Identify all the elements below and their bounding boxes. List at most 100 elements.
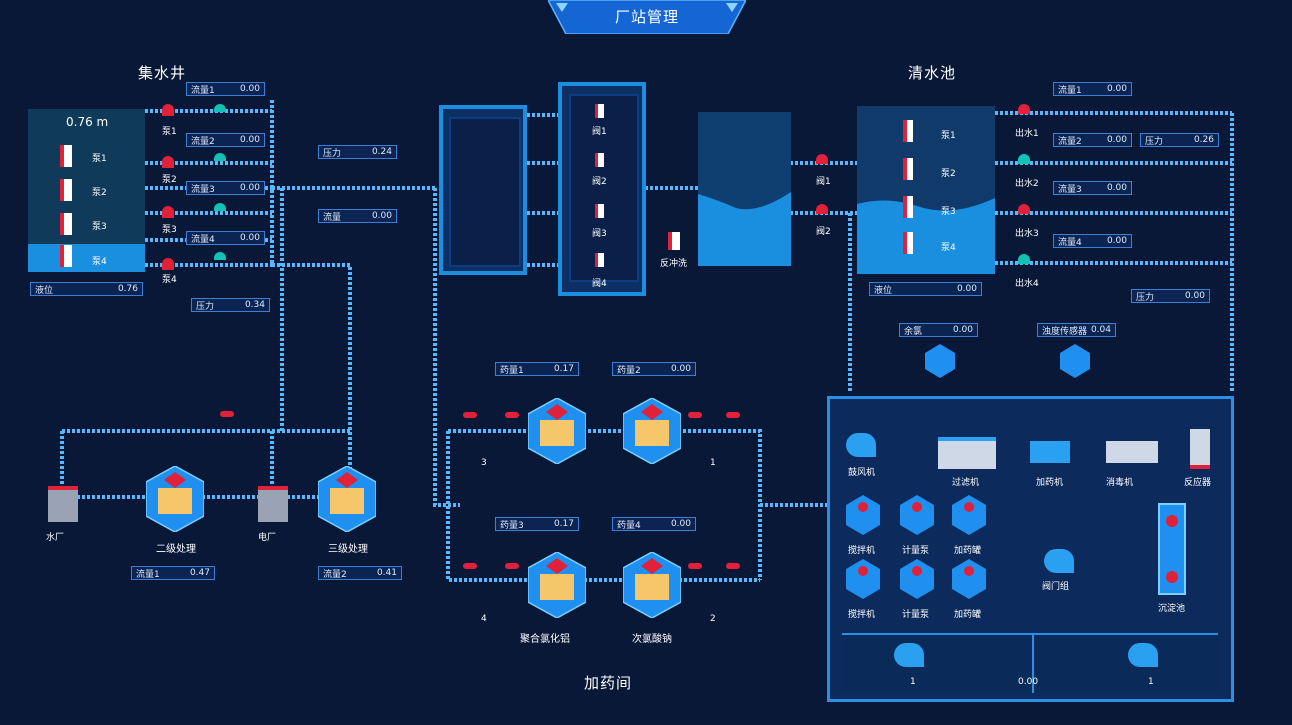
dose-number: 3 [481,458,487,468]
valve-icon[interactable] [463,563,477,569]
valve-icon[interactable] [162,206,174,218]
filter-valve-label: 阀1 [592,127,607,137]
outlet-label: 出水4 [1015,279,1039,289]
secondary-treatment-tank-icon[interactable] [146,466,204,532]
sediment-tower-icon[interactable] [1158,503,1186,595]
pump-icon[interactable] [903,196,913,218]
bottom-center-value: 0.00 [1018,677,1039,687]
valve-icon[interactable] [463,412,477,418]
blower-icon[interactable] [846,433,876,457]
dose-tank-icon[interactable] [952,495,986,535]
well-water-level [28,244,145,272]
mixer-icon[interactable] [846,495,880,535]
valve-icon[interactable] [726,563,740,569]
pump-icon[interactable] [903,120,913,142]
valve-icon[interactable] [505,412,519,418]
equipment-panel[interactable]: 鼓风机 过滤机 加药机 消毒机 反应器 搅拌机 计量泵 加药罐 搅拌机 计量泵 … [827,396,1234,702]
valve-icon[interactable] [1018,254,1030,264]
meter-pump-icon[interactable] [900,559,934,599]
valve-icon[interactable] [214,252,226,260]
collection-well[interactable]: 0.76 m 泵1 泵2 泵3 泵4 [28,109,145,272]
plant-device-icon[interactable] [48,486,78,522]
dosing-tank-icon[interactable] [623,552,681,618]
valve-icon[interactable] [214,153,226,161]
filter-valve-label: 阀4 [592,279,607,289]
dose-number: 2 [710,614,716,624]
turbidity-sensor-icon[interactable] [1060,344,1090,378]
pump-icon[interactable] [1128,643,1158,667]
filter-valve-icon[interactable] [595,204,604,218]
valve-icon[interactable] [1018,154,1030,164]
valve-icon[interactable] [214,104,226,112]
pump-icon[interactable] [60,145,72,167]
valve-icon[interactable] [816,204,828,214]
well-pump-label: 泵3 [92,222,107,232]
filter-valve-icon[interactable] [595,253,604,267]
valve-icon[interactable] [162,156,174,168]
backwash-label: 反冲洗 [660,259,688,269]
valve-icon[interactable] [162,258,174,270]
dosing-tank-icon[interactable] [528,552,586,618]
dosing-tank-icon[interactable] [528,398,586,464]
well-row-label: 泵1 [162,127,177,137]
valve-icon[interactable] [505,563,519,569]
panel-top-label: 鼓风机 [848,468,876,478]
valve-icon[interactable] [726,412,740,418]
filter-machine-icon[interactable] [938,437,996,469]
valve-icon[interactable] [1018,204,1030,214]
valve-label: 阀1 [816,177,831,187]
pump-icon[interactable] [60,179,72,201]
panel-top-label: 消毒机 [1106,478,1134,488]
tertiary-treatment-tank-icon[interactable] [318,466,376,532]
meter-pump-icon[interactable] [900,495,934,535]
clear-pool-pump-label: 泵1 [941,131,956,141]
valve-icon[interactable] [214,203,226,211]
pump-icon[interactable] [60,245,72,267]
well-row-label: 泵3 [162,225,177,235]
pump-icon[interactable] [60,213,72,235]
sedimentation-tank[interactable] [439,105,527,275]
valve-icon[interactable] [816,154,828,164]
valve-icon[interactable] [162,104,174,116]
reactor-icon[interactable] [1190,429,1210,469]
valve-icon[interactable] [220,411,234,417]
pump-icon[interactable] [903,158,913,180]
valve-icon[interactable] [688,412,702,418]
pump-icon[interactable] [894,643,924,667]
well-pump-label: 泵1 [92,154,107,164]
power-device-icon[interactable] [258,486,288,522]
pump-icon[interactable] [903,232,913,254]
filter-valve-icon[interactable] [595,104,604,118]
dose-tank-icon[interactable] [952,559,986,599]
clear-water-pool[interactable]: 泵1 泵2 泵3 泵4 [857,106,995,274]
dosing-tank-icon[interactable] [623,398,681,464]
valve-icon[interactable] [688,563,702,569]
panel-grid-label: 计量泵 [902,610,930,620]
dosing-machine-icon[interactable] [1030,441,1070,463]
reaction-tank[interactable] [698,112,791,266]
residual-sensor-icon[interactable] [925,344,955,378]
mixer-icon[interactable] [846,559,880,599]
outlet-label: 出水1 [1015,129,1039,139]
machine-label: 三级处理 [328,544,368,555]
filter-valve-icon[interactable] [595,153,604,167]
machine-label: 电厂 [258,533,277,543]
valve-icon[interactable] [1018,104,1030,114]
backwash-pump-icon[interactable] [668,232,680,250]
page-title-tab[interactable]: 厂站管理 [548,0,746,34]
panel-grid-label: 加药罐 [954,546,982,556]
valve-group-icon[interactable] [1044,549,1074,573]
disinfect-machine-icon[interactable] [1106,441,1158,463]
title-tab-shape [548,0,746,34]
